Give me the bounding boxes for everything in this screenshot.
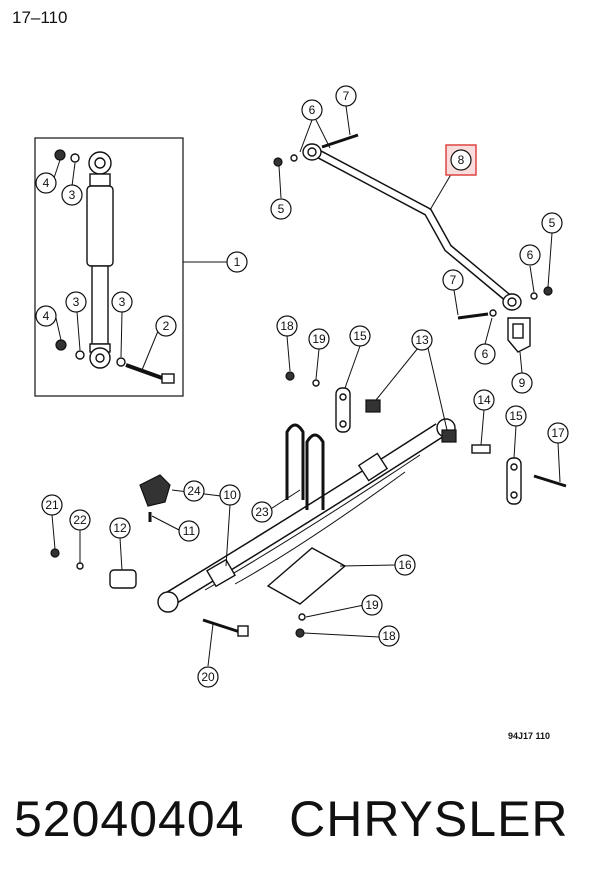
callout-6c: 6: [474, 343, 496, 365]
callout-7a: 7: [335, 85, 357, 107]
washer-19-upper: [312, 379, 320, 387]
shock-absorber-inset-box: [34, 137, 184, 397]
callout-label: 16: [398, 558, 412, 572]
callout-10: 10: [219, 484, 241, 506]
callout-24: 24: [183, 480, 205, 502]
track-bar-bracket: [507, 317, 531, 353]
callout-17: 17: [547, 422, 569, 444]
nut-21: [50, 548, 60, 558]
page-number: 17–110: [12, 8, 68, 27]
callout-18b: 18: [378, 625, 400, 647]
shock-absorber: [54, 149, 175, 384]
bushing-b: [441, 429, 457, 443]
callout-label: 11: [183, 524, 196, 538]
callout-label: 2: [163, 319, 170, 333]
shackle-lower: [506, 457, 522, 505]
callout-label: 13: [415, 333, 429, 347]
callout-14: 14: [473, 389, 495, 411]
callout-9: 9: [511, 372, 533, 394]
callout-20: 20: [197, 666, 219, 688]
callout-label: 12: [113, 521, 127, 535]
callout-label: 23: [255, 505, 269, 519]
spring-bolt-head: [237, 625, 249, 637]
spring-eye-bushing: [109, 569, 137, 589]
callout-21: 21: [41, 494, 63, 516]
callout-label: 7: [450, 273, 457, 287]
track-bar: [273, 133, 553, 320]
callout-13: 13: [411, 329, 433, 351]
callout-label: 6: [309, 103, 316, 117]
callout-19a: 19: [308, 328, 330, 350]
spring-plate: [266, 547, 347, 605]
part-number-caption: 52040404 CHRYSLER: [14, 791, 569, 847]
callout-4b: 4: [35, 305, 57, 327]
callout-23: 23: [251, 501, 273, 523]
nut-18-lower: [295, 628, 305, 638]
callout-label: 21: [45, 498, 59, 512]
callout-label: 5: [278, 202, 285, 216]
callout-label: 17: [551, 426, 565, 440]
callout-label: 7: [343, 89, 350, 103]
callout-label: 9: [519, 376, 526, 390]
callout-label: 15: [509, 409, 523, 423]
callout-15a: 15: [349, 325, 371, 347]
shackle-upper: [335, 387, 351, 433]
callout-12: 12: [109, 517, 131, 539]
callout-label: 18: [382, 629, 396, 643]
callout-label: 20: [201, 670, 215, 684]
callout-18a: 18: [276, 315, 298, 337]
callout-8: 8: [450, 149, 472, 171]
callout-label: 10: [223, 488, 237, 502]
figure-reference-code: 94J17 110: [508, 731, 551, 741]
leader-lines: [51, 105, 561, 667]
callout-16: 16: [394, 554, 416, 576]
callout-label: 18: [280, 319, 294, 333]
nut-18-upper: [285, 371, 295, 381]
u-bolts: [285, 423, 325, 510]
callout-5a: 5: [270, 198, 292, 220]
callout-label: 6: [527, 248, 534, 262]
callout-label: 1: [234, 255, 241, 269]
callout-label: 5: [549, 216, 556, 230]
callout-label: 3: [119, 295, 126, 309]
callout-label: 4: [43, 176, 50, 190]
callout-19b: 19: [361, 594, 383, 616]
callout-label: 22: [73, 513, 87, 527]
callout-label: 14: [477, 393, 491, 407]
callout-label: 6: [482, 347, 489, 361]
callout-3c: 3: [111, 291, 133, 313]
callout-label: 19: [365, 598, 379, 612]
bushing-a: [365, 399, 381, 413]
callout-label: 8: [458, 153, 465, 167]
spring-bolt: [202, 618, 241, 634]
callout-label: 3: [73, 295, 80, 309]
jounce-bumper: [139, 474, 171, 507]
callout-2: 2: [155, 315, 177, 337]
callout-7b: 7: [442, 269, 464, 291]
callout-6a: 6: [301, 99, 323, 121]
callout-3b: 3: [65, 291, 87, 313]
callout-15b: 15: [505, 405, 527, 427]
callout-1: 1: [226, 251, 248, 273]
shackle-pin: [471, 444, 491, 454]
washer-19-lower: [298, 613, 306, 621]
callout-label: 4: [43, 309, 50, 323]
callout-11: 11: [178, 520, 200, 542]
callout-label: 19: [312, 332, 326, 346]
callout-3a: 3: [61, 184, 83, 206]
callout-6b: 6: [519, 244, 541, 266]
nut-22: [76, 562, 84, 570]
shackle-bolt: [533, 474, 567, 488]
callout-22: 22: [69, 509, 91, 531]
callout-4a: 4: [35, 172, 57, 194]
leaf-spring: [157, 418, 456, 613]
callout-label: 3: [69, 188, 76, 202]
callout-5b: 5: [541, 212, 563, 234]
callout-label: 24: [187, 484, 201, 498]
callout-label: 15: [353, 329, 367, 343]
